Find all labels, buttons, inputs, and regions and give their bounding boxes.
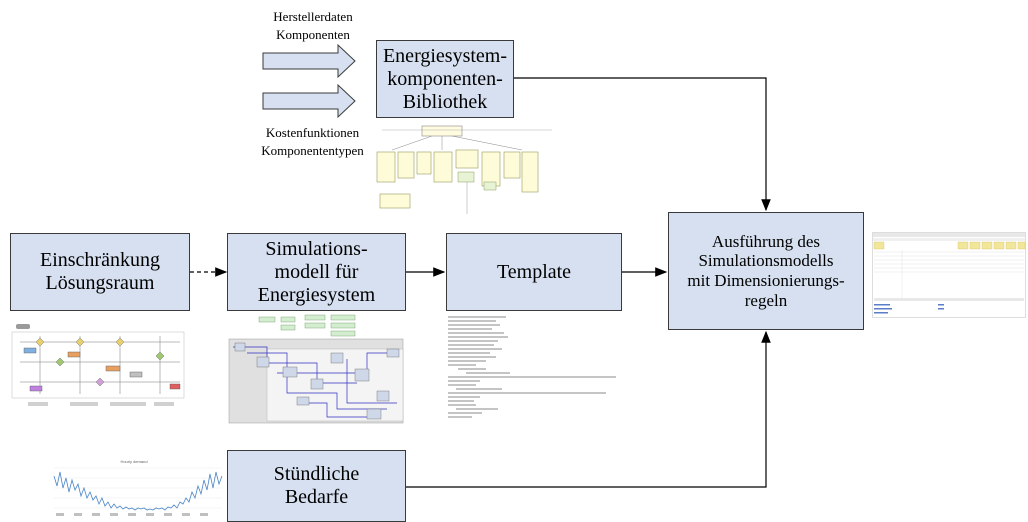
hourly-demand-chart-thumbnail: Hourly demand	[53, 459, 223, 516]
box-bedarfe-label: Stündliche Bedarfe	[273, 463, 360, 508]
box-einschraenkung-label: Einschränkung Lösungsraum	[40, 249, 160, 294]
simulation-model-thumbnail	[228, 314, 404, 424]
block-arrow-hersteller	[262, 43, 356, 79]
box-bibliothek: Energiesystem- komponenten- Bibliothek	[376, 40, 514, 118]
box-template-label: Template	[496, 260, 572, 283]
input-label-hersteller: Herstellerdaten Komponenten	[273, 9, 353, 43]
arrow-bedarfe-to-ausfuehrung	[406, 330, 771, 488]
input-label-kosten: Kostenfunktionen Komponententypen	[261, 125, 364, 159]
block-arrow-kosten	[262, 83, 356, 119]
box-bibliothek-label: Energiesystem- komponenten- Bibliothek	[382, 44, 508, 113]
box-einschraenkung: Einschränkung Lösungsraum	[10, 233, 190, 311]
box-simulation: Simulations- modell für Energiesystem	[227, 233, 406, 311]
template-code-thumbnail	[448, 316, 616, 418]
box-template: Template	[446, 233, 622, 311]
arrow-bibliothek-to-ausfuehrung	[514, 77, 771, 212]
chart-thumb-title: Hourly demand	[120, 459, 147, 464]
application-screenshot-thumbnail	[872, 232, 1026, 318]
demand-series-line	[53, 471, 223, 511]
class-diagram-thumbnail	[376, 125, 552, 214]
box-simulation-label: Simulations- modell für Energiesystem	[257, 237, 376, 306]
box-bedarfe: Stündliche Bedarfe	[227, 450, 406, 522]
box-ausfuehrung-label: Ausführung des Simulationsmodells mit Di…	[687, 231, 845, 310]
box-ausfuehrung: Ausführung des Simulationsmodells mit Di…	[668, 212, 864, 330]
flowchart-thumbnail	[11, 324, 185, 406]
